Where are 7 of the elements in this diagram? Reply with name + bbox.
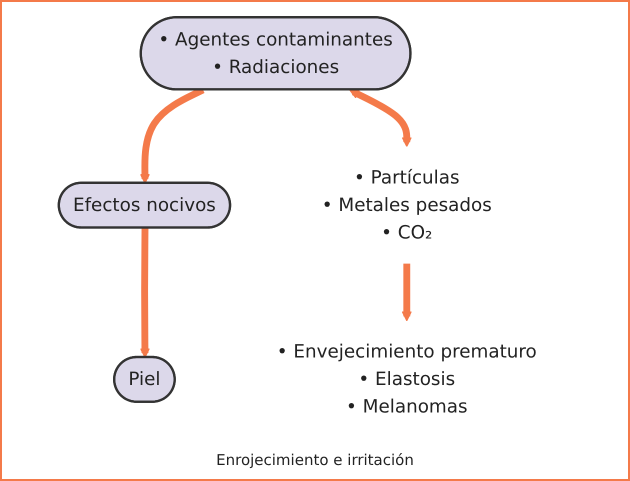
arrow: [402, 264, 412, 322]
node-text: • Envejecimiento prematuro • Elastosis • Melanomas: [276, 340, 537, 418]
arrow: [349, 88, 412, 148]
note-text: Enrojecimiento e irritación: [216, 451, 414, 469]
flowchart-drawing: • Agentes contaminantes • Radiaciones Efectos nocivos Piel • Partículas • Metales pesados • CO₂ • Envejecimiento prematuro • Elastosis • Melanomas: [8, 8, 622, 447]
node-text: • Partículas • Metales pesados • CO₂: [322, 166, 492, 243]
arrow: [140, 228, 150, 358]
